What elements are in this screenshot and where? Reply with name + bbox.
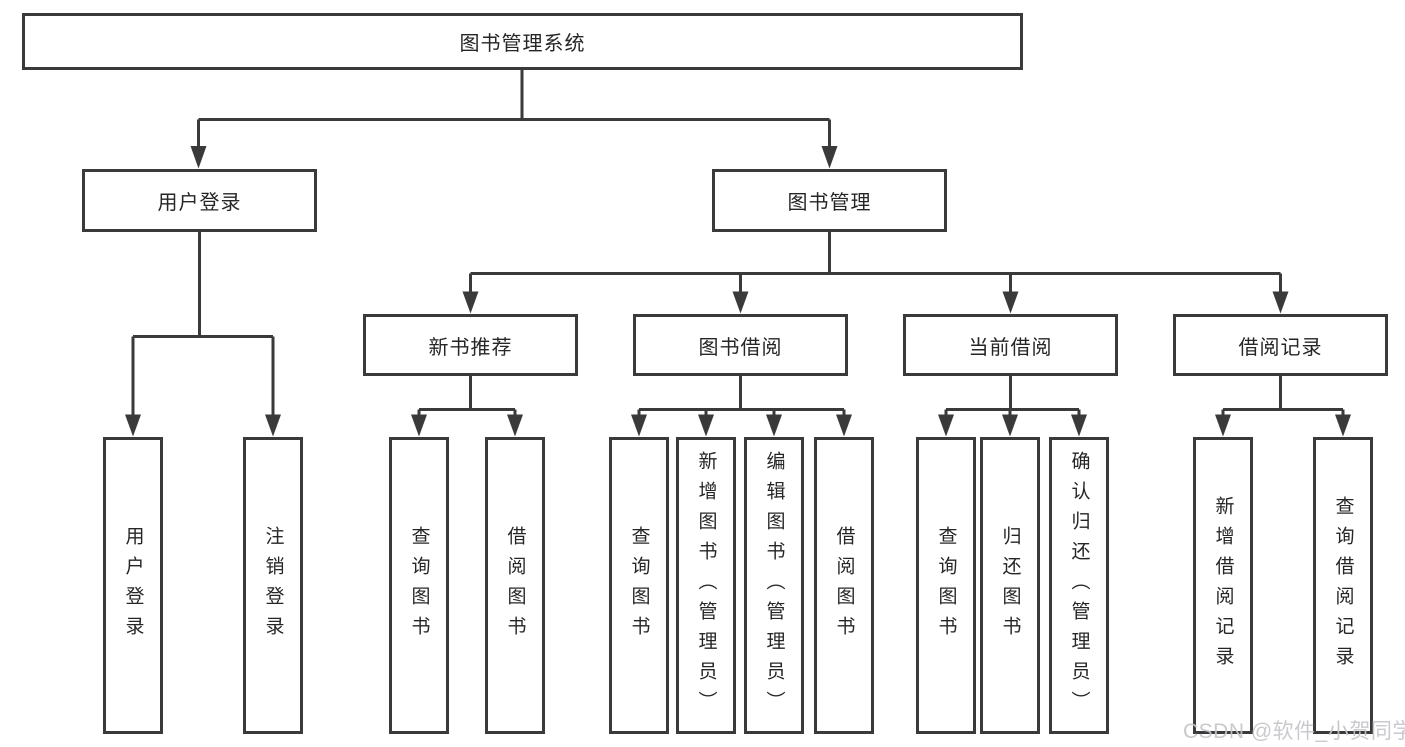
node-label: 借阅图书 [833,525,855,646]
leaf-query-books-recommend: 查询图书 [389,437,449,734]
node-label: 确认归还（管理员） [1068,450,1090,721]
leaf-return-book: 归还图书 [980,437,1040,734]
leaf-query-borrow-record: 查询借阅记录 [1313,437,1373,734]
leaf-query-books-current: 查询图书 [916,437,976,734]
node-label: 查询图书 [935,525,957,646]
node-label: 用户登录 [122,525,144,646]
node-label: 查询图书 [408,525,430,646]
leaf-borrow-books-recommend: 借阅图书 [485,437,545,734]
node-label: 图书借阅 [698,336,783,359]
node-label: 新增借阅记录 [1212,495,1234,676]
node-label: 注销登录 [262,525,284,646]
node-current-borrowing: 当前借阅 [903,314,1118,376]
node-label: 图书管理 [787,192,872,214]
node-new-book-recommend: 新书推荐 [363,314,578,376]
node-book-borrowing: 图书借阅 [633,314,848,376]
node-borrowing-records: 借阅记录 [1173,314,1388,376]
leaf-logout: 注销登录 [243,437,303,734]
leaf-borrow-books-borrowing: 借阅图书 [814,437,874,734]
node-label: 查询借阅记录 [1332,495,1354,676]
node-label: 用户登录 [157,192,242,214]
node-label: 编辑图书（管理员） [763,450,785,721]
node-label: 查询图书 [628,525,650,646]
leaf-add-borrow-record: 新增借阅记录 [1193,437,1253,734]
node-label: 新书推荐 [428,336,513,359]
node-label: 图书管理系统 [459,33,586,55]
node-user-login: 用户登录 [82,169,317,232]
connector-arrows [125,146,1351,437]
leaf-add-book-admin: 新增图书（管理员） [676,437,736,734]
node-label: 借阅图书 [504,525,526,646]
node-label: 新增图书（管理员） [695,450,717,721]
leaf-query-books-borrowing: 查询图书 [609,437,669,734]
leaf-confirm-return-admin: 确认归还（管理员） [1049,437,1109,734]
node-label: 借阅记录 [1238,336,1323,359]
node-library-management-system: 图书管理系统 [22,13,1023,70]
node-label: 归还图书 [999,525,1021,646]
csdn-watermark: CSDN @软件_小贺同学 [1183,720,1405,743]
node-label: 当前借阅 [968,336,1053,359]
leaf-edit-book-admin: 编辑图书（管理员） [744,437,804,734]
leaf-user-login: 用户登录 [103,437,163,734]
node-book-management: 图书管理 [712,169,947,232]
